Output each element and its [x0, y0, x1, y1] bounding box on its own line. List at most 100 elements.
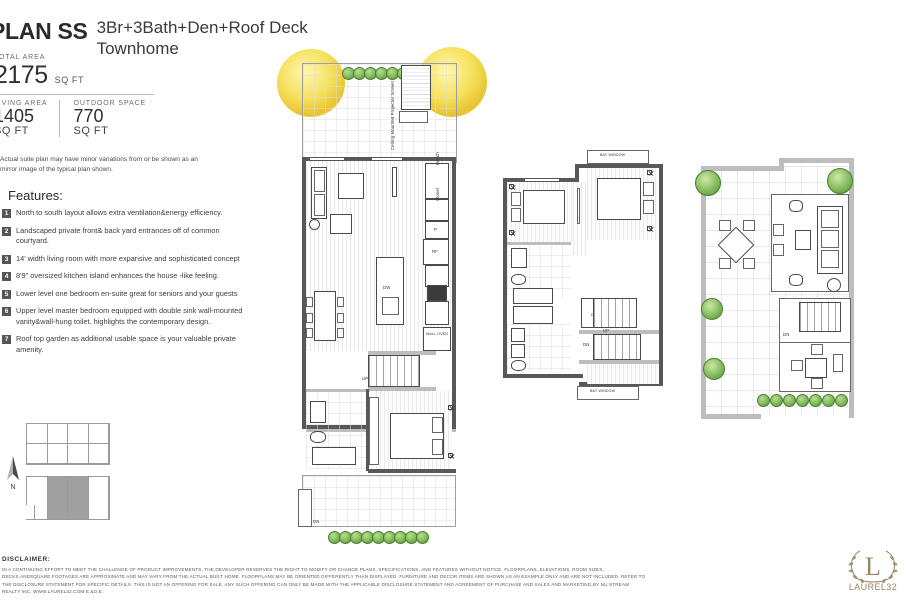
- suite-plan-note: Actual suite plan may have minor variati…: [0, 156, 198, 174]
- bench-label: Bench: [435, 152, 440, 165]
- staircase-up: [368, 355, 420, 387]
- front-walk: [401, 65, 431, 110]
- nightstand: [643, 200, 654, 214]
- vanity: [511, 328, 525, 342]
- cooktop: [427, 285, 447, 301]
- staircase-down: [799, 302, 841, 332]
- dining-chair: [306, 328, 313, 338]
- brand-logo: L LAUREL32: [842, 548, 904, 592]
- dining-chair: [306, 297, 313, 307]
- kitchen-island: [376, 257, 404, 325]
- feature-number: 7: [2, 335, 11, 345]
- outdoor-space-stat: OUTDOOR SPACE 770 SQ FT: [59, 100, 158, 137]
- list-item: 3 14' width living room with more expans…: [2, 254, 244, 265]
- planter-bush-icon: [701, 298, 723, 320]
- window: [372, 157, 402, 161]
- bath-wall: [507, 242, 571, 245]
- outdoor-chair: [719, 220, 731, 231]
- feature-number: 2: [2, 226, 11, 236]
- pantry: [425, 221, 449, 239]
- stair-up-label: UP: [603, 328, 610, 333]
- disclaimer-line: THE DISCLOSURE STATEMENT FOR SPECIFIC DE…: [2, 581, 630, 587]
- outdoor-chair: [719, 258, 731, 269]
- outdoor-space-label: OUTDOOR SPACE: [73, 100, 147, 107]
- nightstand: [643, 182, 654, 196]
- nightstand: [432, 417, 443, 433]
- outdoor-chair: [811, 378, 823, 389]
- dining-chair: [337, 328, 344, 338]
- hedge-row: [328, 531, 433, 545]
- vanity: [511, 344, 525, 358]
- disclaimer: DISCLAIMER: IN A CONTINUING EFFORT TO ME…: [2, 556, 682, 596]
- feature-number: 5: [2, 289, 11, 299]
- window-marker: [448, 405, 453, 410]
- features-title: Features:: [8, 188, 63, 203]
- island-sink: [382, 297, 399, 315]
- plan-name: PLAN SS: [0, 18, 88, 44]
- outdoor-chair: [743, 258, 755, 269]
- compass-north-label: N: [10, 484, 16, 491]
- firepit: [827, 278, 841, 292]
- side-table: [309, 219, 320, 230]
- counter: [425, 265, 449, 287]
- hedge-row: [342, 67, 416, 81]
- bath-wall-right: [366, 389, 369, 471]
- hall-rail: [577, 188, 580, 224]
- coffee-table: [795, 230, 811, 250]
- bath-wall: [306, 389, 370, 392]
- plan-subtitle: 3Br+3Bath+Den+Roof Deck Townhome: [96, 18, 308, 58]
- nightstand: [432, 439, 443, 455]
- bedroom-wall-bottom: [368, 469, 456, 473]
- exterior-wall-bottom-right: [579, 382, 663, 386]
- list-item: 6 Upper level master bedroom equipped wi…: [2, 306, 244, 327]
- outdoor-space-value: 770: [73, 106, 104, 126]
- disclaimer-line: DECKS,ANDSQUARE FOOTAGES ARE APPROXIMATE…: [2, 574, 646, 580]
- closet-label: Closet: [435, 187, 440, 201]
- page-title: PLAN SS 3Br+3Bath+Den+Roof Deck Townhome: [0, 18, 327, 59]
- list-item: 4 8'9" oversized kitchen island enhances…: [2, 271, 244, 282]
- nightstand: [511, 208, 521, 222]
- feature-number: 4: [2, 272, 11, 282]
- list-item: 5 Lower level one bedroom en-suite great…: [2, 289, 244, 300]
- toilet: [511, 360, 526, 371]
- refrigerator: [423, 239, 449, 265]
- living-area-label: LIVING AREA: [0, 100, 48, 107]
- side-chair: [773, 244, 784, 256]
- bed: [597, 178, 641, 220]
- laurel-wreath-svg: L: [848, 550, 898, 584]
- outdoor-chair: [811, 344, 823, 355]
- nightstand: [511, 192, 521, 206]
- logo-wordmark: LAUREL32: [848, 582, 898, 592]
- feature-number: 1: [2, 209, 11, 218]
- planter-bush-icon: [703, 358, 725, 380]
- bay-window-top-label: BAY WINDOW: [600, 153, 626, 157]
- dining-chair: [337, 297, 344, 307]
- exterior-wall-bottom: [503, 374, 583, 378]
- parapet-bottom: [701, 414, 761, 419]
- window-marker: [647, 170, 652, 175]
- vanity: [511, 248, 527, 268]
- shower: [312, 447, 356, 465]
- total-area-value: 2175: [0, 61, 48, 89]
- feature-text: Roof top garden as additional usable spa…: [16, 334, 236, 354]
- window-marker: [647, 226, 652, 231]
- main-floor-plan: Ceiling Mounted Projector Screen DW Benc…: [277, 45, 495, 544]
- wall-oven-label: WALL OVEN: [426, 332, 449, 336]
- feature-text: 14' width living room with more expansiv…: [16, 253, 240, 263]
- exterior-wall-left: [503, 178, 507, 378]
- closet: [425, 199, 449, 221]
- laurel-wreath-icon: L: [842, 548, 904, 584]
- upper-floor-plan: BAY WINDOW BAY WINDOW: [495, 148, 685, 488]
- list-item: 7 Roof top garden as additional usable s…: [2, 334, 244, 355]
- feature-text: North to south layout allows extra venti…: [16, 208, 223, 217]
- projector-screen-label: Ceiling Mounted Projector Screen: [390, 80, 395, 150]
- disclaimer-line: REALTY INC. WWW.LAUREL32.COM E.&O.E.: [2, 589, 104, 595]
- feature-text: 8'9" oversized kitchen island enhances t…: [16, 271, 219, 281]
- window-marker: [448, 453, 453, 458]
- north-compass: N: [2, 455, 24, 491]
- sofa-cushion: [821, 210, 839, 228]
- compass-arrow-icon: [7, 456, 19, 480]
- rear-yard: [302, 475, 456, 527]
- outdoor-planter: [833, 354, 843, 372]
